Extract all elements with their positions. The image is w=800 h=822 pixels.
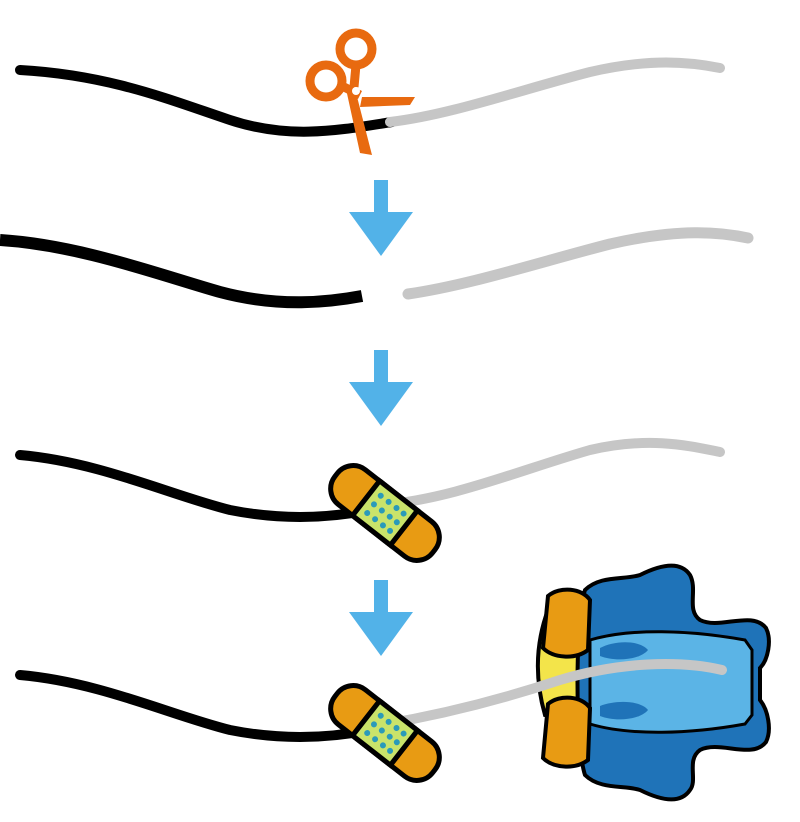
down-arrow-2 xyxy=(349,350,413,426)
strand-right-1 xyxy=(385,57,725,127)
strand-left-1 xyxy=(15,65,397,137)
strand-right-2 xyxy=(402,227,754,300)
ribosome-icon xyxy=(535,563,771,802)
down-arrow-1 xyxy=(349,180,413,256)
step-3-patched xyxy=(15,437,725,569)
strand-left-2 xyxy=(0,234,364,309)
down-arrow-3 xyxy=(349,580,413,656)
strand-left-4 xyxy=(15,670,375,742)
strand-right-3 xyxy=(375,437,725,510)
step-1-cut xyxy=(15,28,725,155)
scissors-icon xyxy=(305,28,415,155)
step-2-gap xyxy=(0,227,754,309)
step-4-ribosome xyxy=(15,563,771,802)
strand-left-3 xyxy=(15,450,375,522)
strand-right-4 xyxy=(375,659,727,730)
